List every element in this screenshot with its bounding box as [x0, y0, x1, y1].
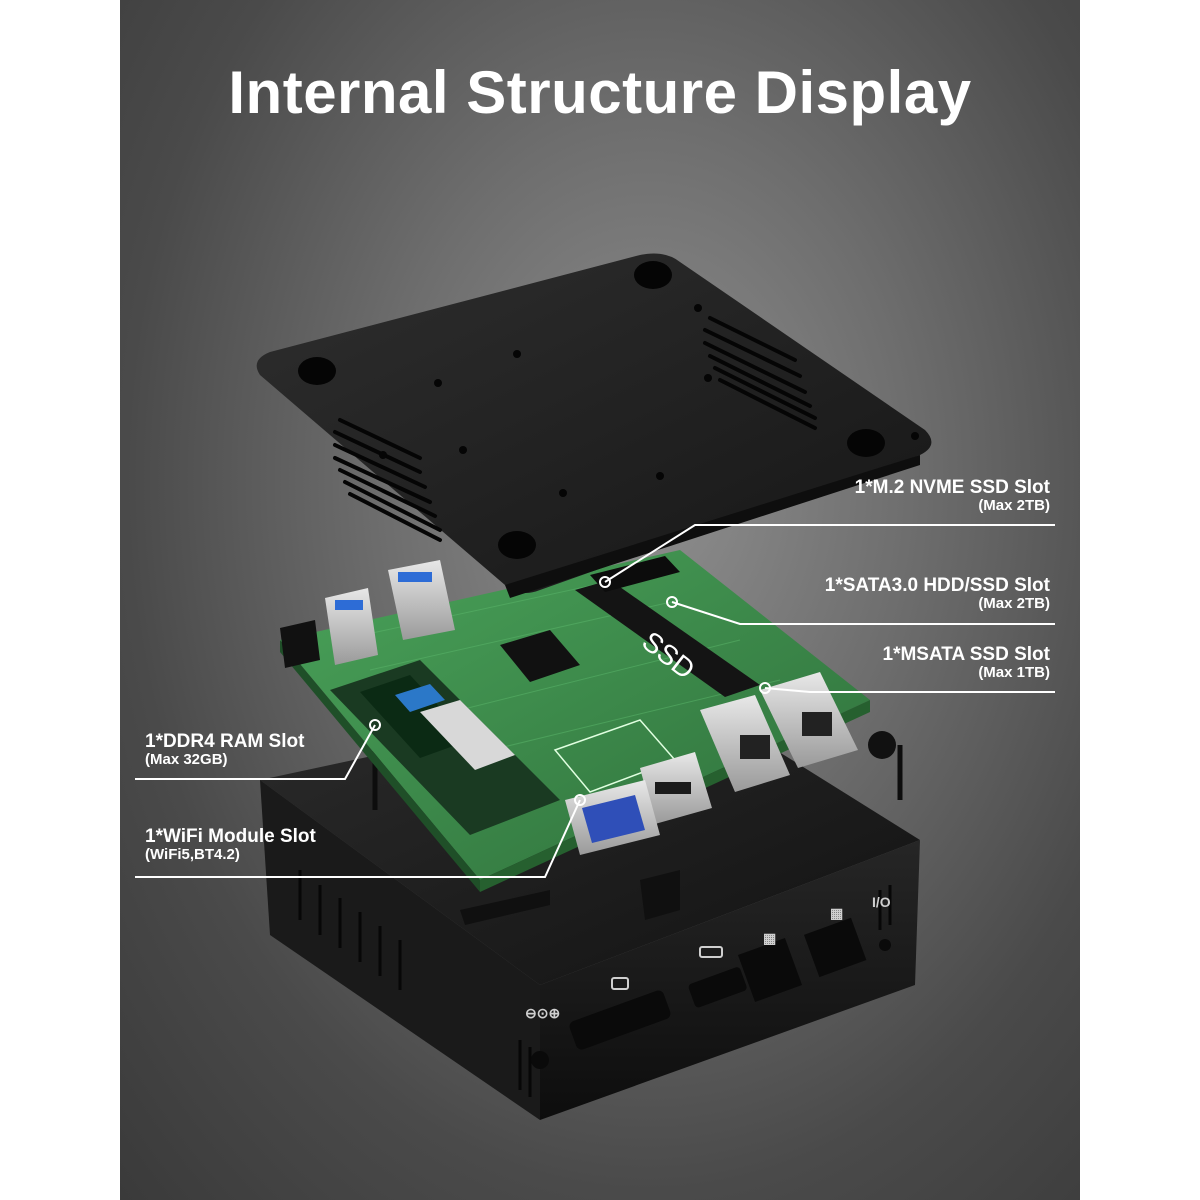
callout-msata-label: 1*MSATA SSD Slot — [882, 644, 1051, 665]
callout-sata: 1*SATA3.0 HDD/SSD Slot (Max 2TB) — [825, 576, 1050, 612]
ram-module — [330, 660, 560, 835]
callout-wifi: 1*WiFi Module Slot (WiFi5,BT4.2) — [145, 827, 316, 863]
power-dc-icon: ⊖⊙⊕ — [525, 1005, 560, 1021]
callout-ram: 1*DDR4 RAM Slot (Max 32GB) — [145, 732, 304, 768]
lan-icon: ▦ — [763, 930, 776, 946]
hdmi-icon — [699, 946, 723, 958]
callout-lines — [135, 524, 1055, 878]
motherboard: SSD — [280, 550, 896, 892]
callout-msata: 1*MSATA SSD Slot (Max 1TB) — [883, 645, 1051, 681]
callout-wifi-detail: (WiFi5,BT4.2) — [145, 845, 240, 863]
vga-port — [565, 780, 660, 855]
lan-icon: ▦ — [830, 905, 843, 921]
io-icon: I/O — [872, 894, 891, 910]
callout-ram-label: 1*DDR4 RAM Slot — [145, 731, 305, 752]
vga-icon — [611, 977, 629, 990]
callout-ram-detail: (Max 32GB) — [145, 750, 228, 768]
product-image-panel: ⊖⊙⊕ ▦ ▦ I/O — [120, 0, 1080, 1200]
callout-msata-detail: (Max 1TB) — [978, 663, 1050, 681]
ethernet-ports — [700, 672, 858, 792]
callout-wifi-label: 1*WiFi Module Slot — [145, 826, 316, 847]
callout-sata-detail: (Max 2TB) — [978, 594, 1050, 612]
callout-m2-label: 1*M.2 NVME SSD Slot — [854, 477, 1050, 498]
page-title: Internal Structure Display — [228, 59, 972, 126]
callout-sata-label: 1*SATA3.0 HDD/SSD Slot — [824, 575, 1050, 596]
mini-pc-exploded-view: ⊖⊙⊕ ▦ ▦ I/O — [135, 253, 1055, 1120]
usb-ports — [325, 560, 455, 665]
callout-m2-detail: (Max 2TB) — [978, 496, 1050, 514]
bottom-cover — [256, 253, 932, 598]
callout-m2: 1*M.2 NVME SSD Slot (Max 2TB) — [855, 478, 1050, 514]
